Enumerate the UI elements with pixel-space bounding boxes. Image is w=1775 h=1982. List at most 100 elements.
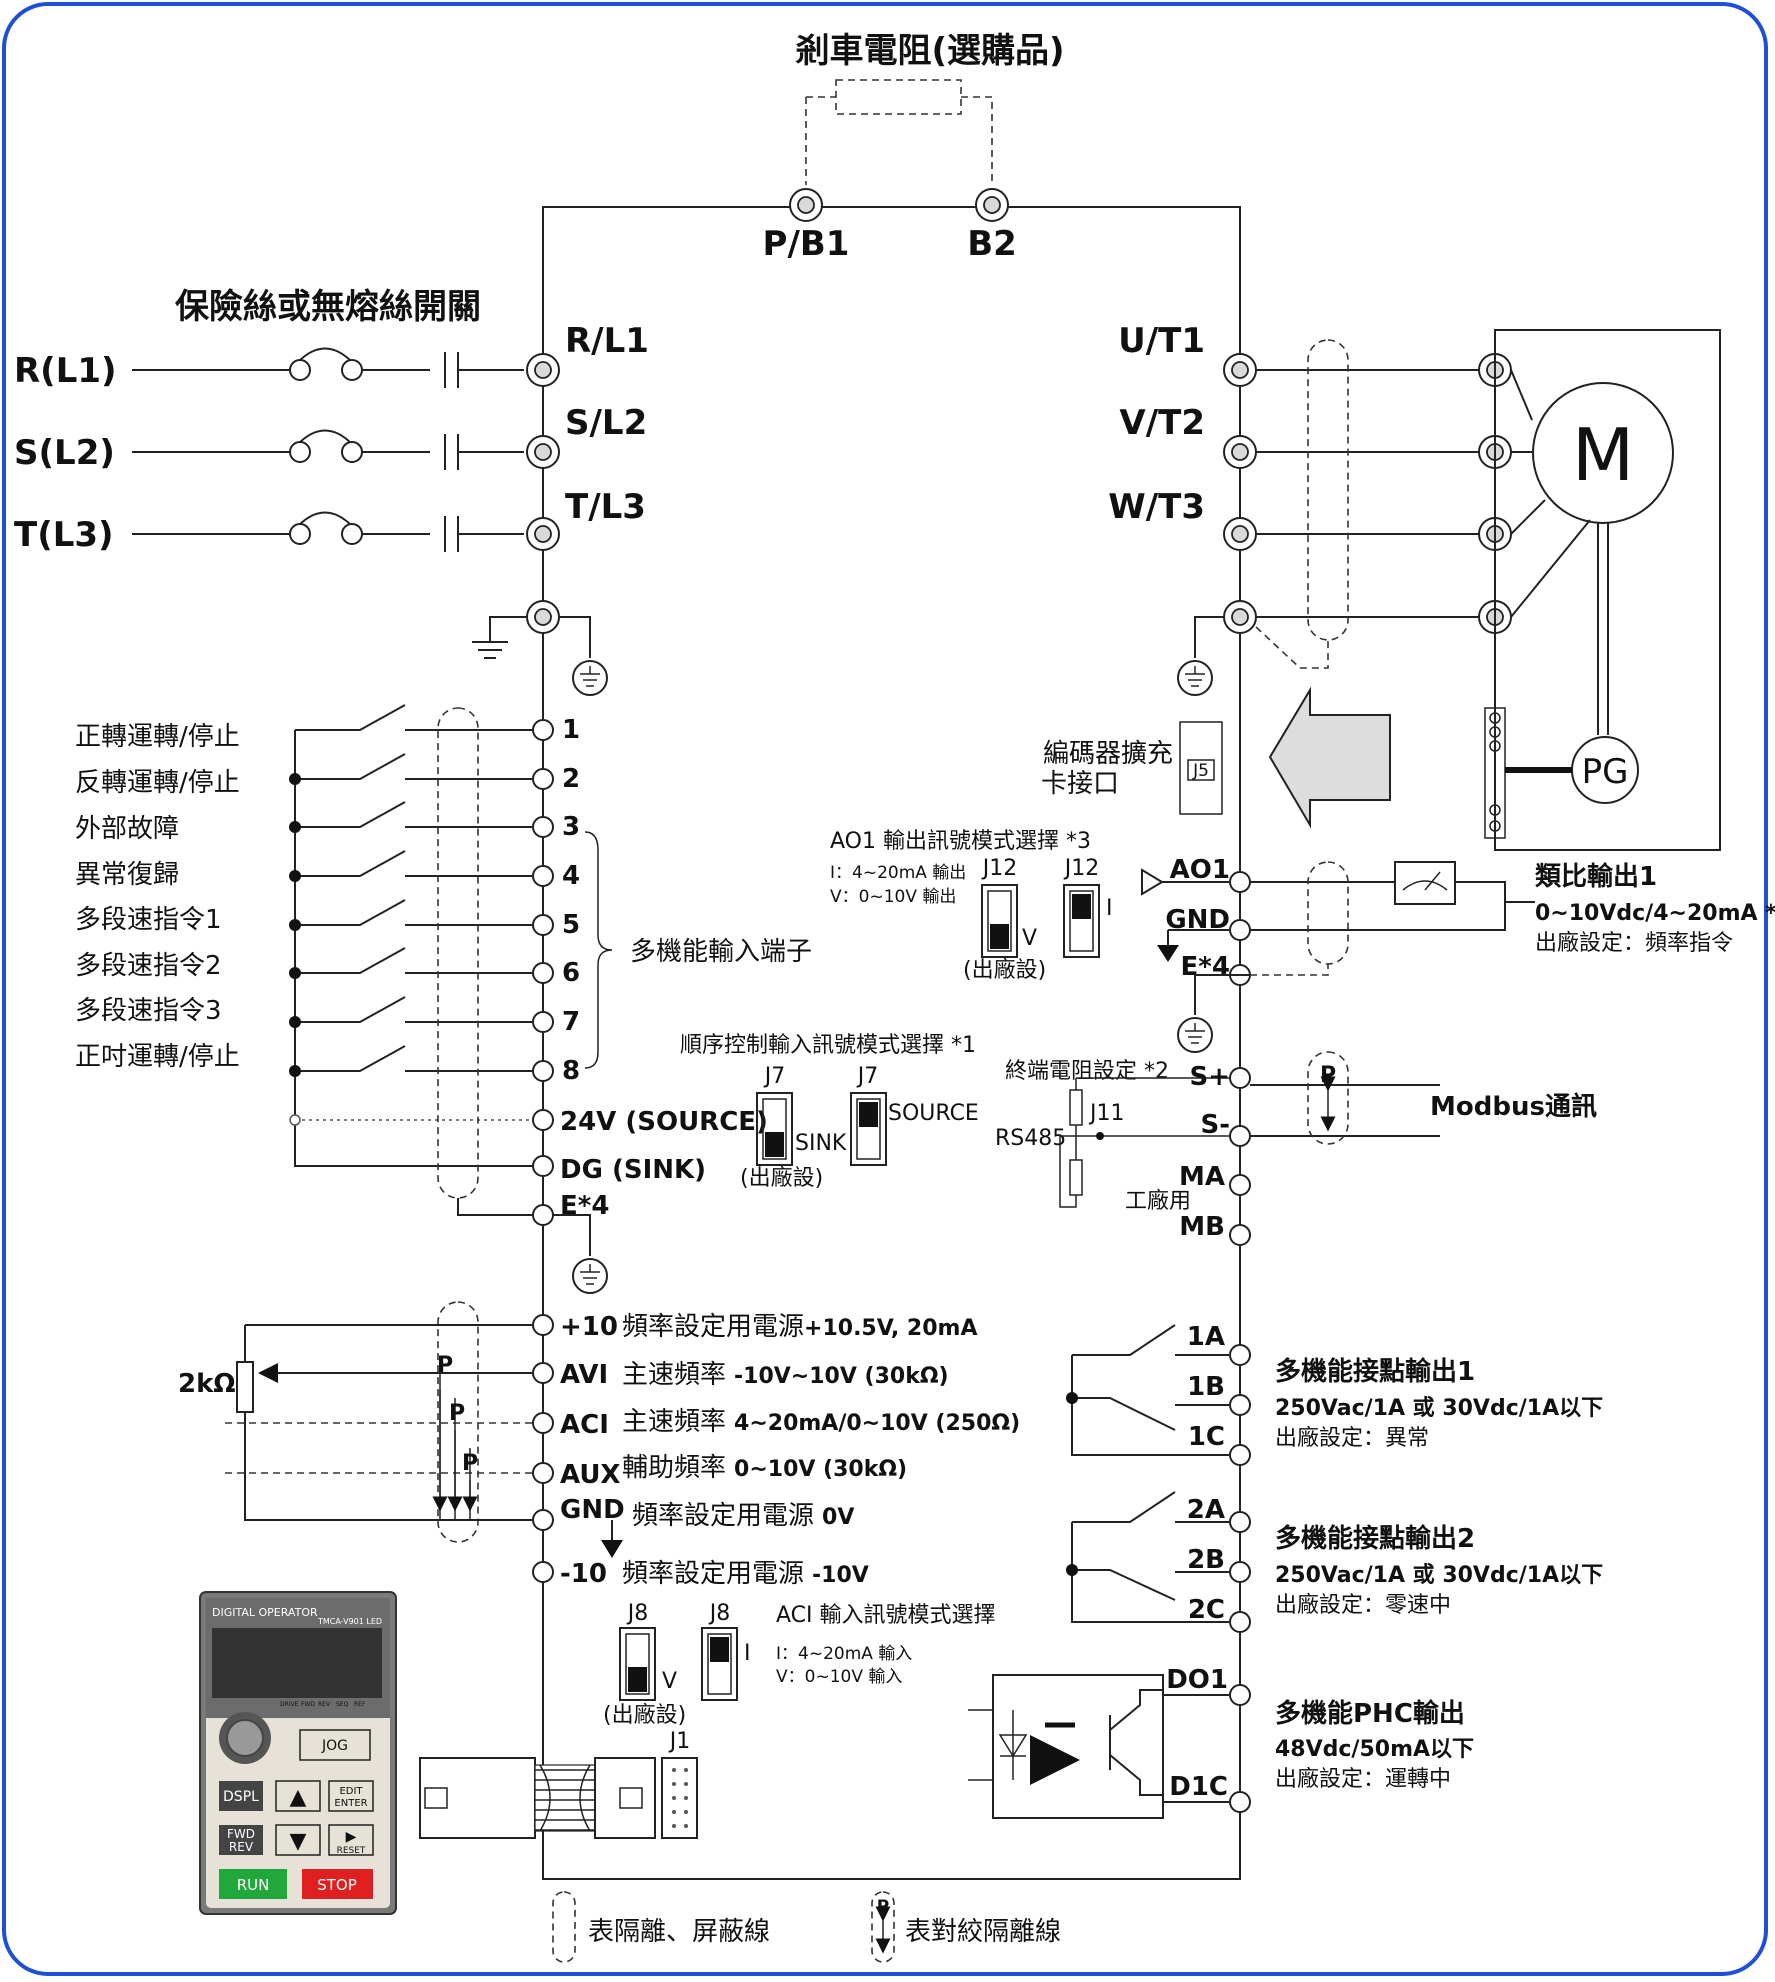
input-terminals — [526, 353, 560, 634]
cable-connector-right — [594, 1757, 656, 1839]
reset-label: RESET — [337, 1846, 366, 1856]
spec-gnd: 0V — [822, 1505, 854, 1530]
j7-sink-label: SINK — [795, 1131, 847, 1156]
knob-icon[interactable] — [226, 1719, 264, 1757]
terminal-gnd-analog: GND — [560, 1495, 625, 1525]
brake-title: 剎車電阻(選購品) — [794, 31, 1064, 71]
enter-label: ENTER — [334, 1798, 367, 1809]
j8-i-switch[interactable] — [701, 1627, 738, 1701]
shield-inputs — [437, 707, 479, 1199]
stop-button[interactable] — [302, 1869, 373, 1899]
input-terminals-di — [532, 719, 554, 1226]
j8-title: ACI 輸入訊號模式選擇 — [776, 1603, 996, 1628]
spec-avi: -10V~10V (30kΩ) — [734, 1364, 949, 1389]
terminal-2: 2 — [562, 764, 580, 794]
terminal-do1: DO1 — [1166, 1665, 1228, 1695]
motor-m: M — [1572, 413, 1634, 497]
run-label: RUN — [237, 1876, 270, 1894]
terminal-2c: 2C — [1188, 1595, 1225, 1625]
label-sl2: S/L2 — [565, 403, 647, 443]
j8-v-label: V — [662, 1669, 677, 1694]
j7-name-a: J7 — [763, 1064, 786, 1089]
label-rl1: R/L1 — [565, 321, 649, 361]
relay2-default: 出廠設定：零速中 — [1275, 1593, 1451, 1618]
analog-desc: 頻率設定用電源+10.5V, 20mA 主速頻率-10V~10V (30kΩ) … — [622, 1312, 1020, 1589]
desc-aci: 主速頻率 — [622, 1407, 726, 1437]
terminal-d1c: D1C — [1169, 1772, 1228, 1802]
avi-p: P — [437, 1353, 453, 1378]
jog-button[interactable] — [299, 1729, 371, 1761]
j12-name-a: J12 — [981, 856, 1017, 881]
fwd-label: FWD — [227, 1827, 255, 1841]
terminal-e4-left: E*4 — [560, 1191, 609, 1221]
terminal-1c: 1C — [1188, 1422, 1225, 1452]
phc-default: 出廠設定：運轉中 — [1275, 1767, 1451, 1792]
aux-p: P — [462, 1451, 478, 1476]
shield-ao — [1307, 861, 1349, 965]
down-button[interactable] — [275, 1824, 321, 1856]
potentiometer — [236, 1361, 254, 1413]
line-r: R(L1) — [14, 351, 117, 391]
ao-i-desc: I：4~20mA 輸出 — [830, 863, 966, 883]
j12-name-b: J12 — [1063, 856, 1099, 881]
edit-enter-button[interactable] — [328, 1780, 374, 1812]
dspl-button[interactable] — [219, 1781, 263, 1811]
termination-title: 終端電阻設定 *2 — [1005, 1059, 1169, 1084]
svg-text:頻率設定用電源+10.5V, 20mA: 頻率設定用電源+10.5V, 20mA — [622, 1312, 978, 1342]
phc-title: 多機能PHC輸出 — [1275, 1698, 1465, 1729]
input-label: 外部故障 — [75, 814, 179, 844]
fuse-label: 保險絲或無熔絲開關 — [175, 287, 481, 327]
j12-i-switch[interactable] — [1063, 884, 1100, 958]
relay2-title: 多機能接點輸出2 — [1275, 1523, 1475, 1554]
j8-v-desc: V：0~10V 輸入 — [776, 1667, 902, 1687]
desc-minus10: 頻率設定用電源 — [622, 1559, 804, 1589]
j7-source-label: SOURCE — [888, 1101, 979, 1126]
j1-connector[interactable] — [661, 1757, 698, 1839]
desc-plus10: 頻率設定用電源 — [622, 1312, 804, 1342]
right-icon: ▶ — [346, 1829, 357, 1845]
legend-twisted-icon — [871, 1891, 895, 1963]
fwd-rev-button[interactable] — [219, 1825, 263, 1855]
j11-jumper[interactable] — [1069, 1089, 1083, 1126]
input-label: 多段速指令3 — [75, 996, 222, 1026]
terminal-7: 7 — [562, 1007, 580, 1037]
power-lines: R(L1) S(L2) T(L3) — [14, 351, 117, 555]
analog-out-title: 類比輸出1 — [1535, 861, 1657, 892]
terminal-ao1: AO1 — [1170, 855, 1230, 885]
label-b2: B2 — [967, 224, 1017, 264]
j8-i-desc: I：4~20mA 輸入 — [776, 1644, 912, 1664]
label-tl3: T/L3 — [565, 487, 646, 527]
j7-source-switch[interactable] — [850, 1092, 887, 1166]
factory-use-label: 工廠用 — [1125, 1189, 1191, 1214]
led-drive: DRIVE — [280, 1701, 299, 1708]
input-label: 多段速指令2 — [75, 951, 222, 981]
encoder-line2: 卡接口 — [1041, 769, 1119, 799]
motor-enclosure — [1494, 329, 1721, 851]
reset-button[interactable] — [328, 1824, 374, 1856]
j7-title: 順序控制輸入訊號模式選擇 *1 — [680, 1033, 976, 1058]
terminal-plus10: +10 — [560, 1312, 618, 1342]
j7-sink-switch[interactable] — [756, 1092, 793, 1166]
terminal-minus10: -10 — [560, 1559, 607, 1589]
j1-label: J1 — [668, 1729, 691, 1754]
j8-name-a: J8 — [626, 1601, 649, 1626]
photocoupler — [992, 1674, 1164, 1819]
terminal-1a: 1A — [1187, 1322, 1225, 1352]
terminal-dg-sink: DG (SINK) — [560, 1155, 706, 1185]
label-wt3: W/T3 — [1108, 487, 1205, 527]
terminal-ma: MA — [1179, 1162, 1225, 1192]
terminal-s-plus: S+ — [1189, 1062, 1230, 1092]
up-button[interactable] — [275, 1780, 321, 1812]
j12-v-switch[interactable] — [981, 884, 1018, 958]
j7-factory: (出廠設) — [740, 1166, 823, 1191]
run-button[interactable] — [219, 1869, 287, 1899]
ao-v-desc: V：0~10V 輸出 — [830, 887, 956, 907]
terminal-1b: 1B — [1187, 1372, 1225, 1402]
arrow-icon — [1268, 686, 1391, 829]
j8-v-switch[interactable] — [619, 1627, 656, 1701]
terminal-2a: 2A — [1187, 1495, 1225, 1525]
